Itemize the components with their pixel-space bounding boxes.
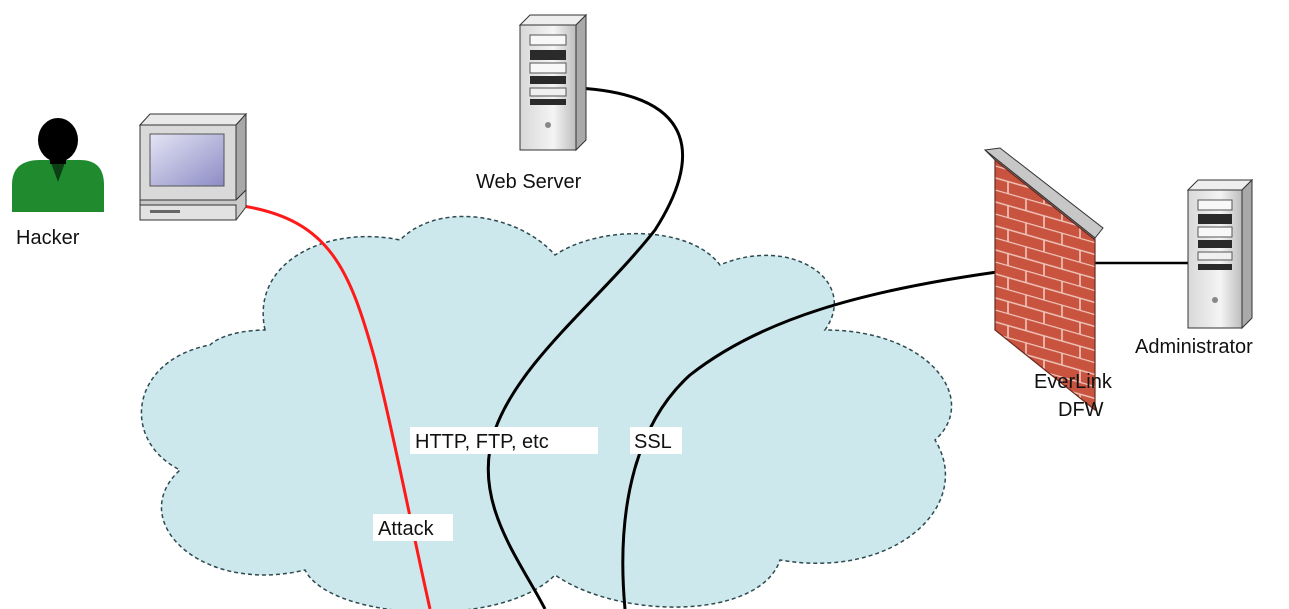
hacker-label: Hacker — [16, 227, 80, 249]
firewall-name-label: EverLink — [1034, 371, 1113, 393]
ssl-connection-line — [621, 268, 1013, 609]
internet-cloud-icon — [140, 215, 953, 609]
brick-firewall-icon — [983, 147, 1104, 412]
server-tower-icon — [1186, 178, 1254, 330]
administrator-label: Administrator — [1135, 336, 1253, 358]
firewall-model-label: DFW — [1058, 399, 1104, 421]
server-tower-icon — [518, 13, 588, 152]
person-icon — [12, 118, 104, 212]
ssl-label: SSL — [634, 431, 672, 453]
web-protocols-label: HTTP, FTP, etc — [415, 431, 549, 453]
attack-label: Attack — [378, 518, 435, 540]
web-connection-line — [486, 86, 684, 609]
desktop-computer-icon — [138, 112, 248, 221]
web-server-label: Web Server — [476, 171, 582, 193]
